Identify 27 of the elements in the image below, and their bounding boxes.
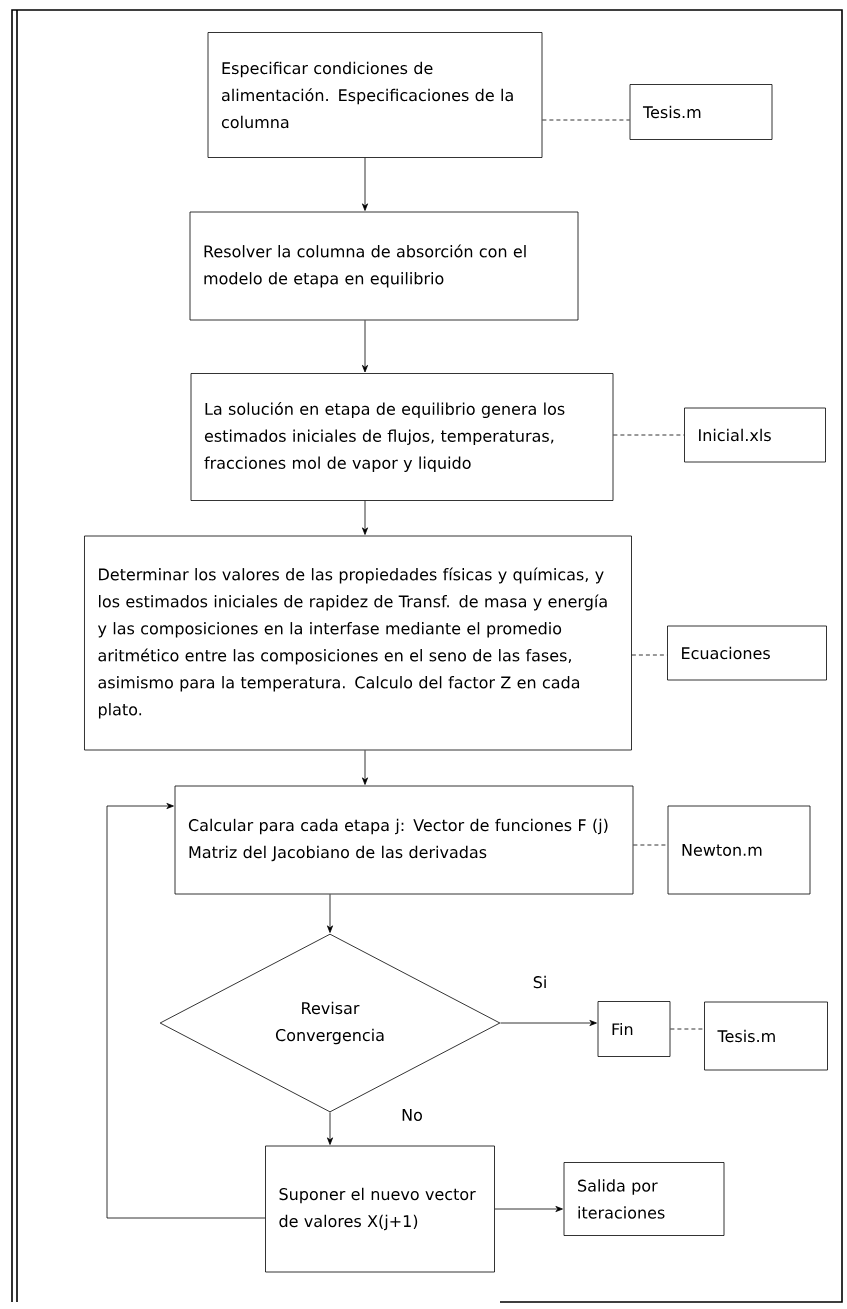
arrow [362,750,368,785]
process-box: Determinar los valores de las propiedades físicas y químicas, y los estimados iniciales de rapidez de Transf. de masa y energía y las composiciones en la interfase mediante el promedio aritmético entre las composiciones en el seno de las fases, asimismo para la temperatura. Calculo del factor Z en cada plato. [84,535,632,751]
process-box: Especificar condiciones de alimentación. Especificaciones de la columna [207,32,543,158]
file-box: Inicial.xls [684,407,826,463]
terminal-box: Fin [597,1001,671,1057]
arrow [327,894,333,933]
connector-line [670,1028,705,1030]
process-box: Suponer el nuevo vector de valores X(j+1) [265,1145,495,1273]
arrow [106,803,266,1219]
arrow [327,1112,333,1145]
process-box: La solución en etapa de equilibrio genera los estimados iniciales de flujos, temperaturas, fracciones mol de vapor y liquido [190,373,614,501]
arrow [362,320,368,373]
file-box: Newton.m [667,805,811,895]
process-box: Calcular para cada etapa j: Vector de funciones F (j) Matriz del Jacobiano de las derivadas [174,785,634,895]
arrow [362,500,368,535]
arrow [362,157,368,211]
output-box: Salida por iteraciones [563,1162,725,1236]
file-box: Tesis.m [629,84,773,140]
process-box: Resolver la columna de absorción con el modelo de etapa en equilibrio [189,211,579,321]
file-box: Ecuaciones [667,625,827,681]
arrow [494,1206,563,1212]
file-box: Tesis.m [704,1001,828,1071]
connector-line [613,434,685,436]
connector-line [633,844,668,846]
connector-line [542,119,630,121]
edge-label: Si [530,973,550,991]
arrow [500,1020,597,1026]
